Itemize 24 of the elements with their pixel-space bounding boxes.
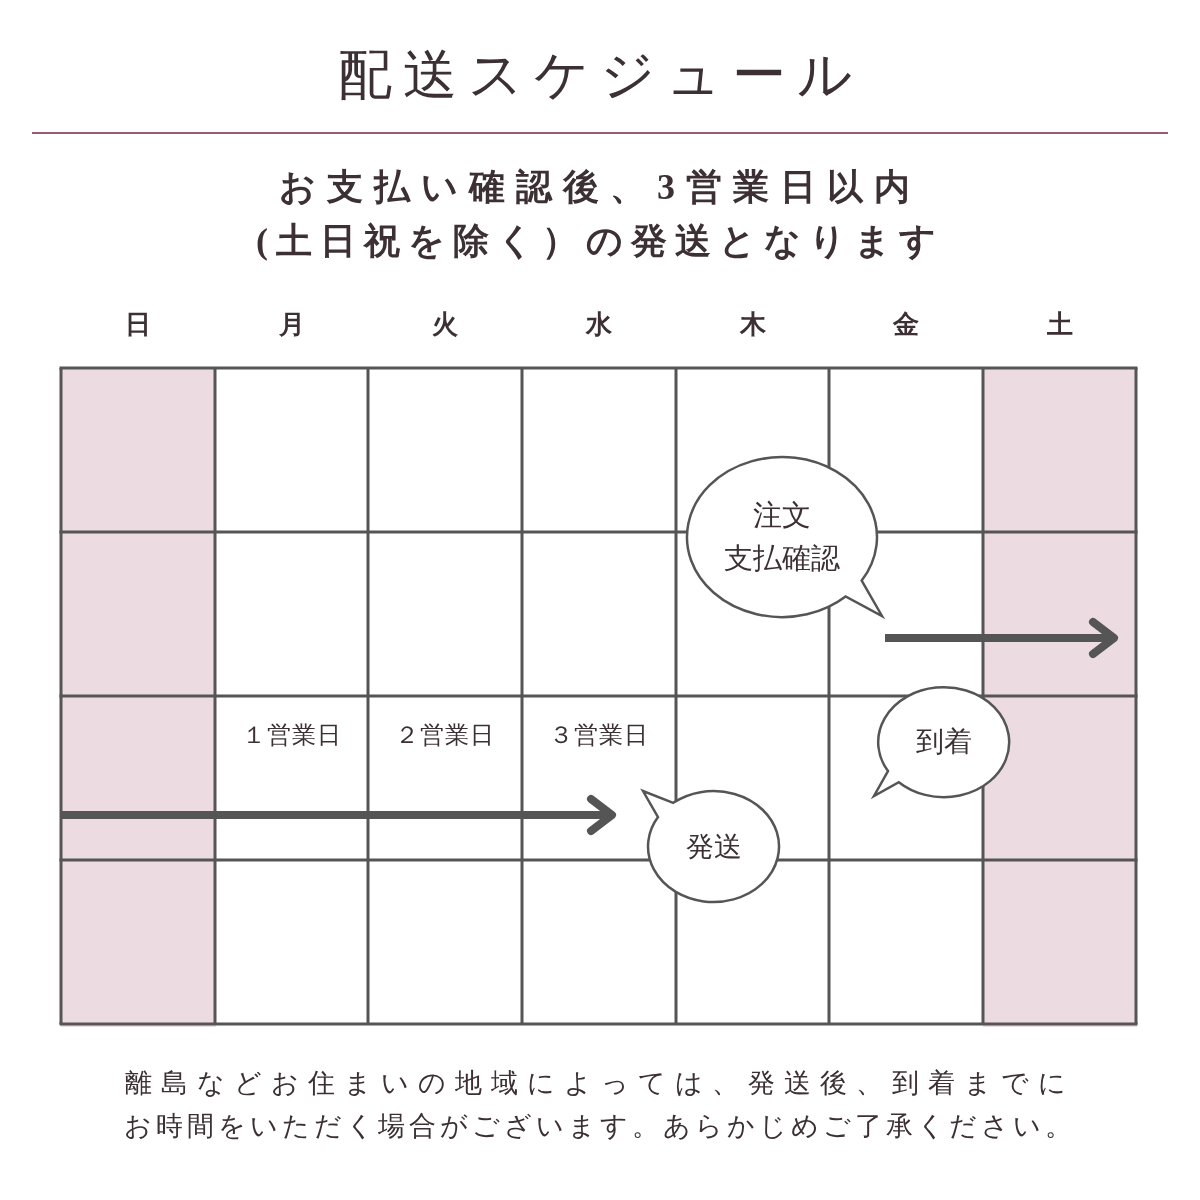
weekday-label: 月	[278, 309, 305, 341]
business-day-label: １営業日	[241, 720, 342, 750]
weekend-column	[983, 368, 1137, 1027]
arrow	[885, 618, 1118, 658]
weekday-label: 火	[432, 309, 458, 341]
weekday-label: 土	[1046, 309, 1073, 341]
note-text: 離島などお住まいの地域によっては、発送後、到着までにお時間をいただく場合がございます。あらかじめご了承ください。	[123, 1067, 1077, 1143]
subtitle-text: お支払い確認後、3営業日以内(土日祝を除く）の発送となります	[255, 166, 945, 263]
bubble-text: 発送	[685, 829, 742, 864]
weekday-label: 木	[739, 309, 766, 341]
arrow	[61, 795, 616, 835]
bubble-text: 注文	[753, 498, 811, 533]
business-day-label: ２営業日	[395, 720, 495, 750]
weekend-column	[61, 368, 216, 1027]
page-title: 配送スケジュール	[337, 43, 863, 107]
business-day-label: ３営業日	[549, 720, 649, 750]
speech-bubble	[685, 455, 885, 620]
weekday-label: 水	[586, 309, 612, 341]
bubble-text: 支払確認	[724, 541, 840, 576]
speech-bubble	[870, 685, 1012, 800]
speech-bubble	[638, 787, 782, 905]
weekday-label: 金	[893, 309, 919, 341]
weekday-label: 日	[125, 309, 151, 341]
bubble-text: 到着	[915, 725, 972, 759]
